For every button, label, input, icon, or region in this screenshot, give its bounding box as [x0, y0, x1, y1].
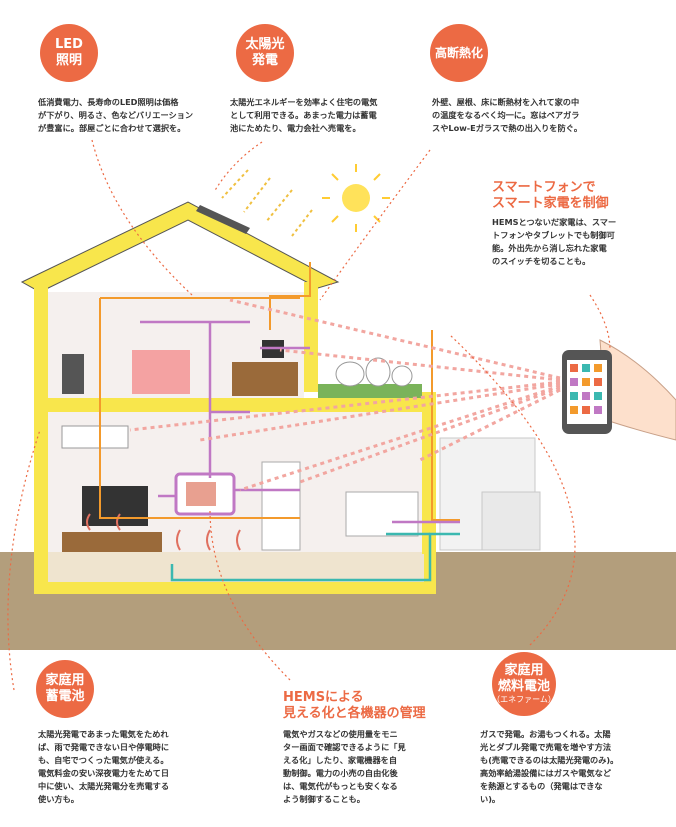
- smartphone-desc: HEMSとつないだ家電は、スマー トフォンやタブレットでも制御可 能。外出先から…: [492, 217, 617, 266]
- led-desc: 低消費電力、長寿命のLED照明は価格 が下がり、明るさ、色などバリエーション が…: [38, 97, 194, 133]
- desk: [232, 362, 298, 396]
- speaker: [62, 354, 84, 394]
- battery-circle: 家庭用 蓄電池: [36, 660, 94, 718]
- led-title-2: 照明: [55, 53, 82, 68]
- insulation-circle: 高断熱化: [430, 24, 488, 82]
- hems-heading: HEMSによる 見える化と各機器の管理: [283, 690, 426, 721]
- led-title-1: LED: [55, 37, 83, 52]
- insulation-desc: 外壁、屋根、床に断熱材を入れて家の中 の温度をなるべく均一に。窓はペアガラ スや…: [432, 97, 583, 133]
- roof: [20, 201, 340, 293]
- balcony: [318, 384, 422, 398]
- led-circle: LED 照明: [40, 24, 98, 82]
- hems-desc: 電気やガスなどの使用量をモニ ター画面で確認できるように「見 える化」したり、家…: [283, 729, 406, 804]
- solar-title-1: 太陽光: [245, 37, 285, 52]
- battery-title-1: 家庭用: [45, 673, 85, 688]
- solar-circle: 太陽光 発電: [236, 24, 294, 82]
- house-wall-right: [422, 392, 436, 554]
- outdoor-unit-small: [481, 491, 541, 551]
- fuelcell-title-1: 家庭用: [504, 663, 544, 678]
- battery-title-2: 蓄電池: [45, 689, 85, 704]
- foundation-inner: [48, 552, 424, 582]
- bathtub: [345, 491, 419, 537]
- house-wall-upper-right: [304, 282, 318, 392]
- insulation-title: 高断熱化: [434, 46, 483, 60]
- solar-panel: [196, 205, 250, 234]
- battery-desc: 太陽光発電であまった電気をためれ ば、雨で発電できない日や停電時に も、自宅でつ…: [38, 729, 170, 804]
- hand: [599, 339, 676, 441]
- fuelcell-title-sub: （エネファーム）: [492, 695, 556, 704]
- smartphone-heading: スマートフォンで スマート家電を制御: [492, 180, 609, 211]
- fuelcell-desc: ガスで発電。お湯もつくれる。太陽 光とダブル発電で売電を増やす方法 も(売電でき…: [480, 729, 619, 804]
- solar-title-2: 発電: [251, 53, 278, 68]
- upper-floor: [34, 398, 436, 412]
- house-wall: [34, 282, 48, 554]
- sofa: [132, 350, 190, 394]
- fridge: [261, 461, 301, 551]
- air-conditioner: [61, 425, 129, 449]
- sun-icon: [342, 184, 370, 212]
- solar-desc: 太陽光エネルギーを効率よく住宅の電気 として利用できる。あまった電力は蓄電 池に…: [230, 97, 378, 133]
- tv: [82, 486, 148, 526]
- fuelcell-circle: 家庭用 燃料電池 （エネファーム）: [492, 652, 556, 716]
- fuelcell-title-2: 燃料電池: [497, 679, 550, 694]
